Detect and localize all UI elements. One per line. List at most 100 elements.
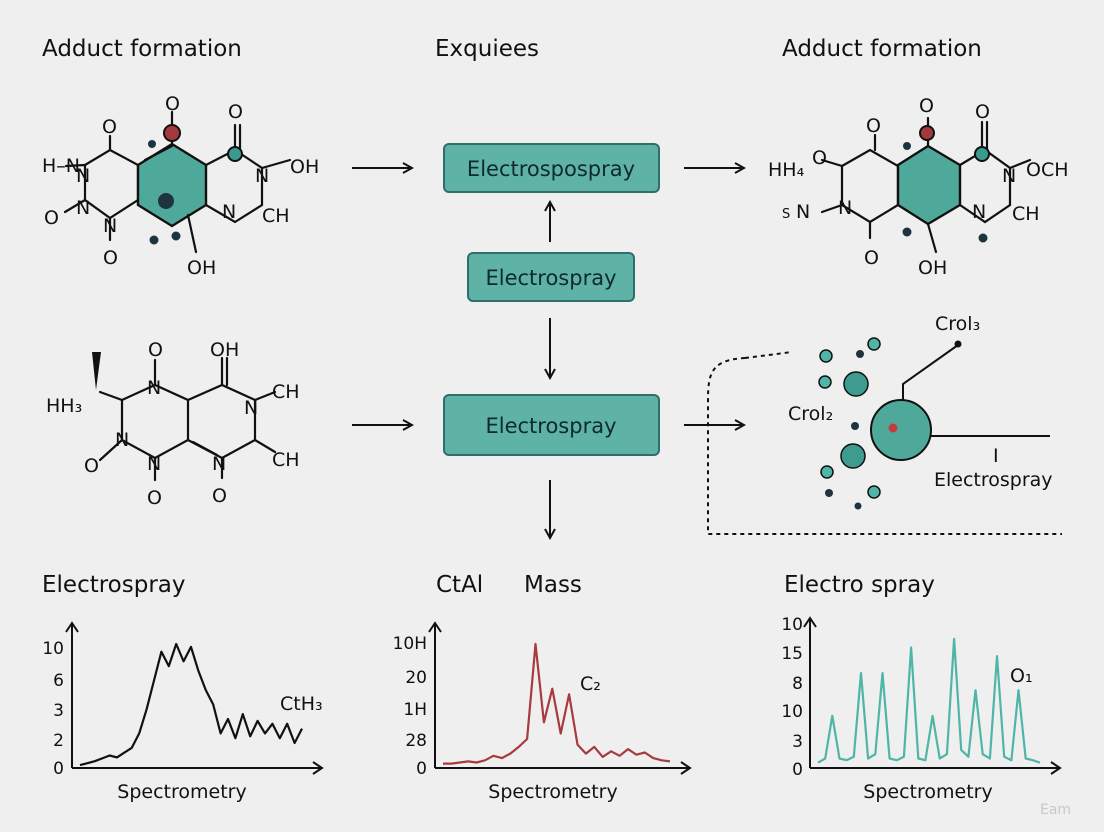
spectrum-line [79, 642, 303, 767]
y-axis-arrowhead [803, 616, 817, 628]
panel-title-bottom-right: Electro spray [784, 572, 935, 598]
x-axis-label: Spectrometry [117, 781, 246, 803]
atom-label: O [148, 339, 163, 361]
droplet-diagram: Crol₃ Crol₂ I Electrospray [707, 313, 1062, 535]
atom-label: HH₄ [768, 159, 805, 181]
atom-label: CH [1012, 203, 1040, 225]
process-box-top: Electrospospray [443, 143, 660, 193]
x-axis-arrowhead [1050, 761, 1062, 775]
oxygen-atom-dot [919, 125, 935, 141]
small-atom-dot [903, 142, 911, 150]
process-box-lower: Electrospray [443, 394, 660, 456]
molecule-middle-left: HH₃ O OH N N N N N CH CH O O O [46, 339, 300, 509]
process-box-label: Electrospray [485, 266, 616, 290]
atom-label: O [975, 101, 990, 123]
nitrogen-atom-dot [227, 146, 243, 162]
nitrogen-atom-dot [974, 146, 990, 162]
x-axis-arrowhead [312, 761, 324, 775]
small-atom-dot [902, 227, 912, 237]
atom-label: O [84, 455, 99, 477]
small-atom-dot [149, 235, 159, 245]
atom-label: O [212, 485, 227, 507]
watermark-text: Eam [1040, 802, 1071, 818]
atom-label: O [147, 487, 162, 509]
y-tick-label: 20 [405, 668, 427, 688]
atom-label: O [103, 247, 118, 269]
panel-title-bottom-left: Electrospray [42, 572, 186, 598]
atom-label: O [864, 247, 879, 269]
small-atom-dot [171, 231, 181, 241]
atom-label: O [228, 101, 243, 123]
atom-label: N [796, 201, 810, 223]
peak-annotation: C₂ [580, 673, 601, 695]
panel-title-top-left: Adduct formation [42, 36, 242, 62]
y-tick-label: 10H [393, 634, 427, 654]
atom-label: N [1002, 165, 1016, 187]
small-droplet [856, 350, 864, 358]
y-tick-label: 2 [53, 731, 64, 751]
atom-label: N [212, 453, 226, 475]
atom-label: S [782, 207, 790, 222]
atom-label: OH [918, 257, 947, 279]
molecule-top-left: O O H–N N O N N O O N OH N CH OH [42, 93, 319, 279]
panel-title-bottom-center-b: Mass [524, 572, 582, 598]
process-box-middle: Electrospray [467, 252, 635, 302]
y-axis-arrowhead [428, 621, 442, 633]
atom-label: OH [290, 156, 319, 178]
y-tick-label: 10 [42, 639, 64, 659]
y-tick-label: 15 [781, 644, 803, 664]
small-droplet [851, 422, 859, 430]
atom-label: N [147, 377, 161, 399]
spectrum-line [817, 637, 1041, 764]
atom-label: O [812, 147, 827, 169]
molecule-top-right: HH₄ O O O O N OCH N CH N S N O OH [768, 95, 1069, 279]
atom-label: N [76, 165, 90, 187]
droplet [843, 371, 869, 397]
atom-label: CH [272, 449, 300, 471]
dashed-frame [707, 357, 1062, 535]
panel-title-top-right: Adduct formation [782, 36, 982, 62]
atom-label: OH [210, 339, 239, 361]
y-tick-label: 6 [53, 671, 64, 691]
y-tick-label: 3 [792, 732, 803, 752]
atom-label: OCH [1026, 159, 1069, 181]
y-tick-label: 0 [416, 759, 427, 779]
small-droplet [854, 502, 862, 510]
atom-label: O [165, 93, 180, 115]
y-tick-label: 0 [792, 760, 803, 780]
atom-label: N [255, 165, 269, 187]
atom-label: N [103, 215, 117, 237]
y-axis-arrowhead [65, 621, 79, 633]
droplet [818, 375, 832, 389]
atom-label: O [44, 207, 59, 229]
charge-dot [888, 423, 898, 433]
y-tick-label: 8 [792, 674, 803, 694]
x-axis-label: Spectrometry [863, 781, 992, 803]
atom-label: N [76, 197, 90, 219]
small-atom-dot [978, 233, 988, 243]
y-tick-label: 28 [405, 731, 427, 751]
atom-label: N [147, 453, 161, 475]
y-tick-label: 0 [53, 759, 64, 779]
y-tick-label: 10 [781, 615, 803, 635]
aromatic-ring-shape [896, 144, 962, 226]
central-droplet [870, 399, 932, 461]
aromatic-ring-shape [136, 142, 208, 228]
atom-label: H–N [42, 155, 80, 177]
atom-label: CH [272, 381, 300, 403]
y-tick-label: 10 [781, 702, 803, 722]
droplet-label-left: Crol₂ [788, 403, 833, 425]
droplet-label-bar: I [993, 445, 999, 467]
atom-label: N [972, 201, 986, 223]
process-box-label: Electrospospray [467, 157, 635, 181]
panel-title-top-center: Exquiees [435, 36, 539, 62]
droplet [867, 485, 881, 499]
droplet [867, 337, 881, 351]
droplet [819, 349, 833, 363]
atom-label: CH [262, 205, 290, 227]
atom-label: N [244, 397, 258, 419]
